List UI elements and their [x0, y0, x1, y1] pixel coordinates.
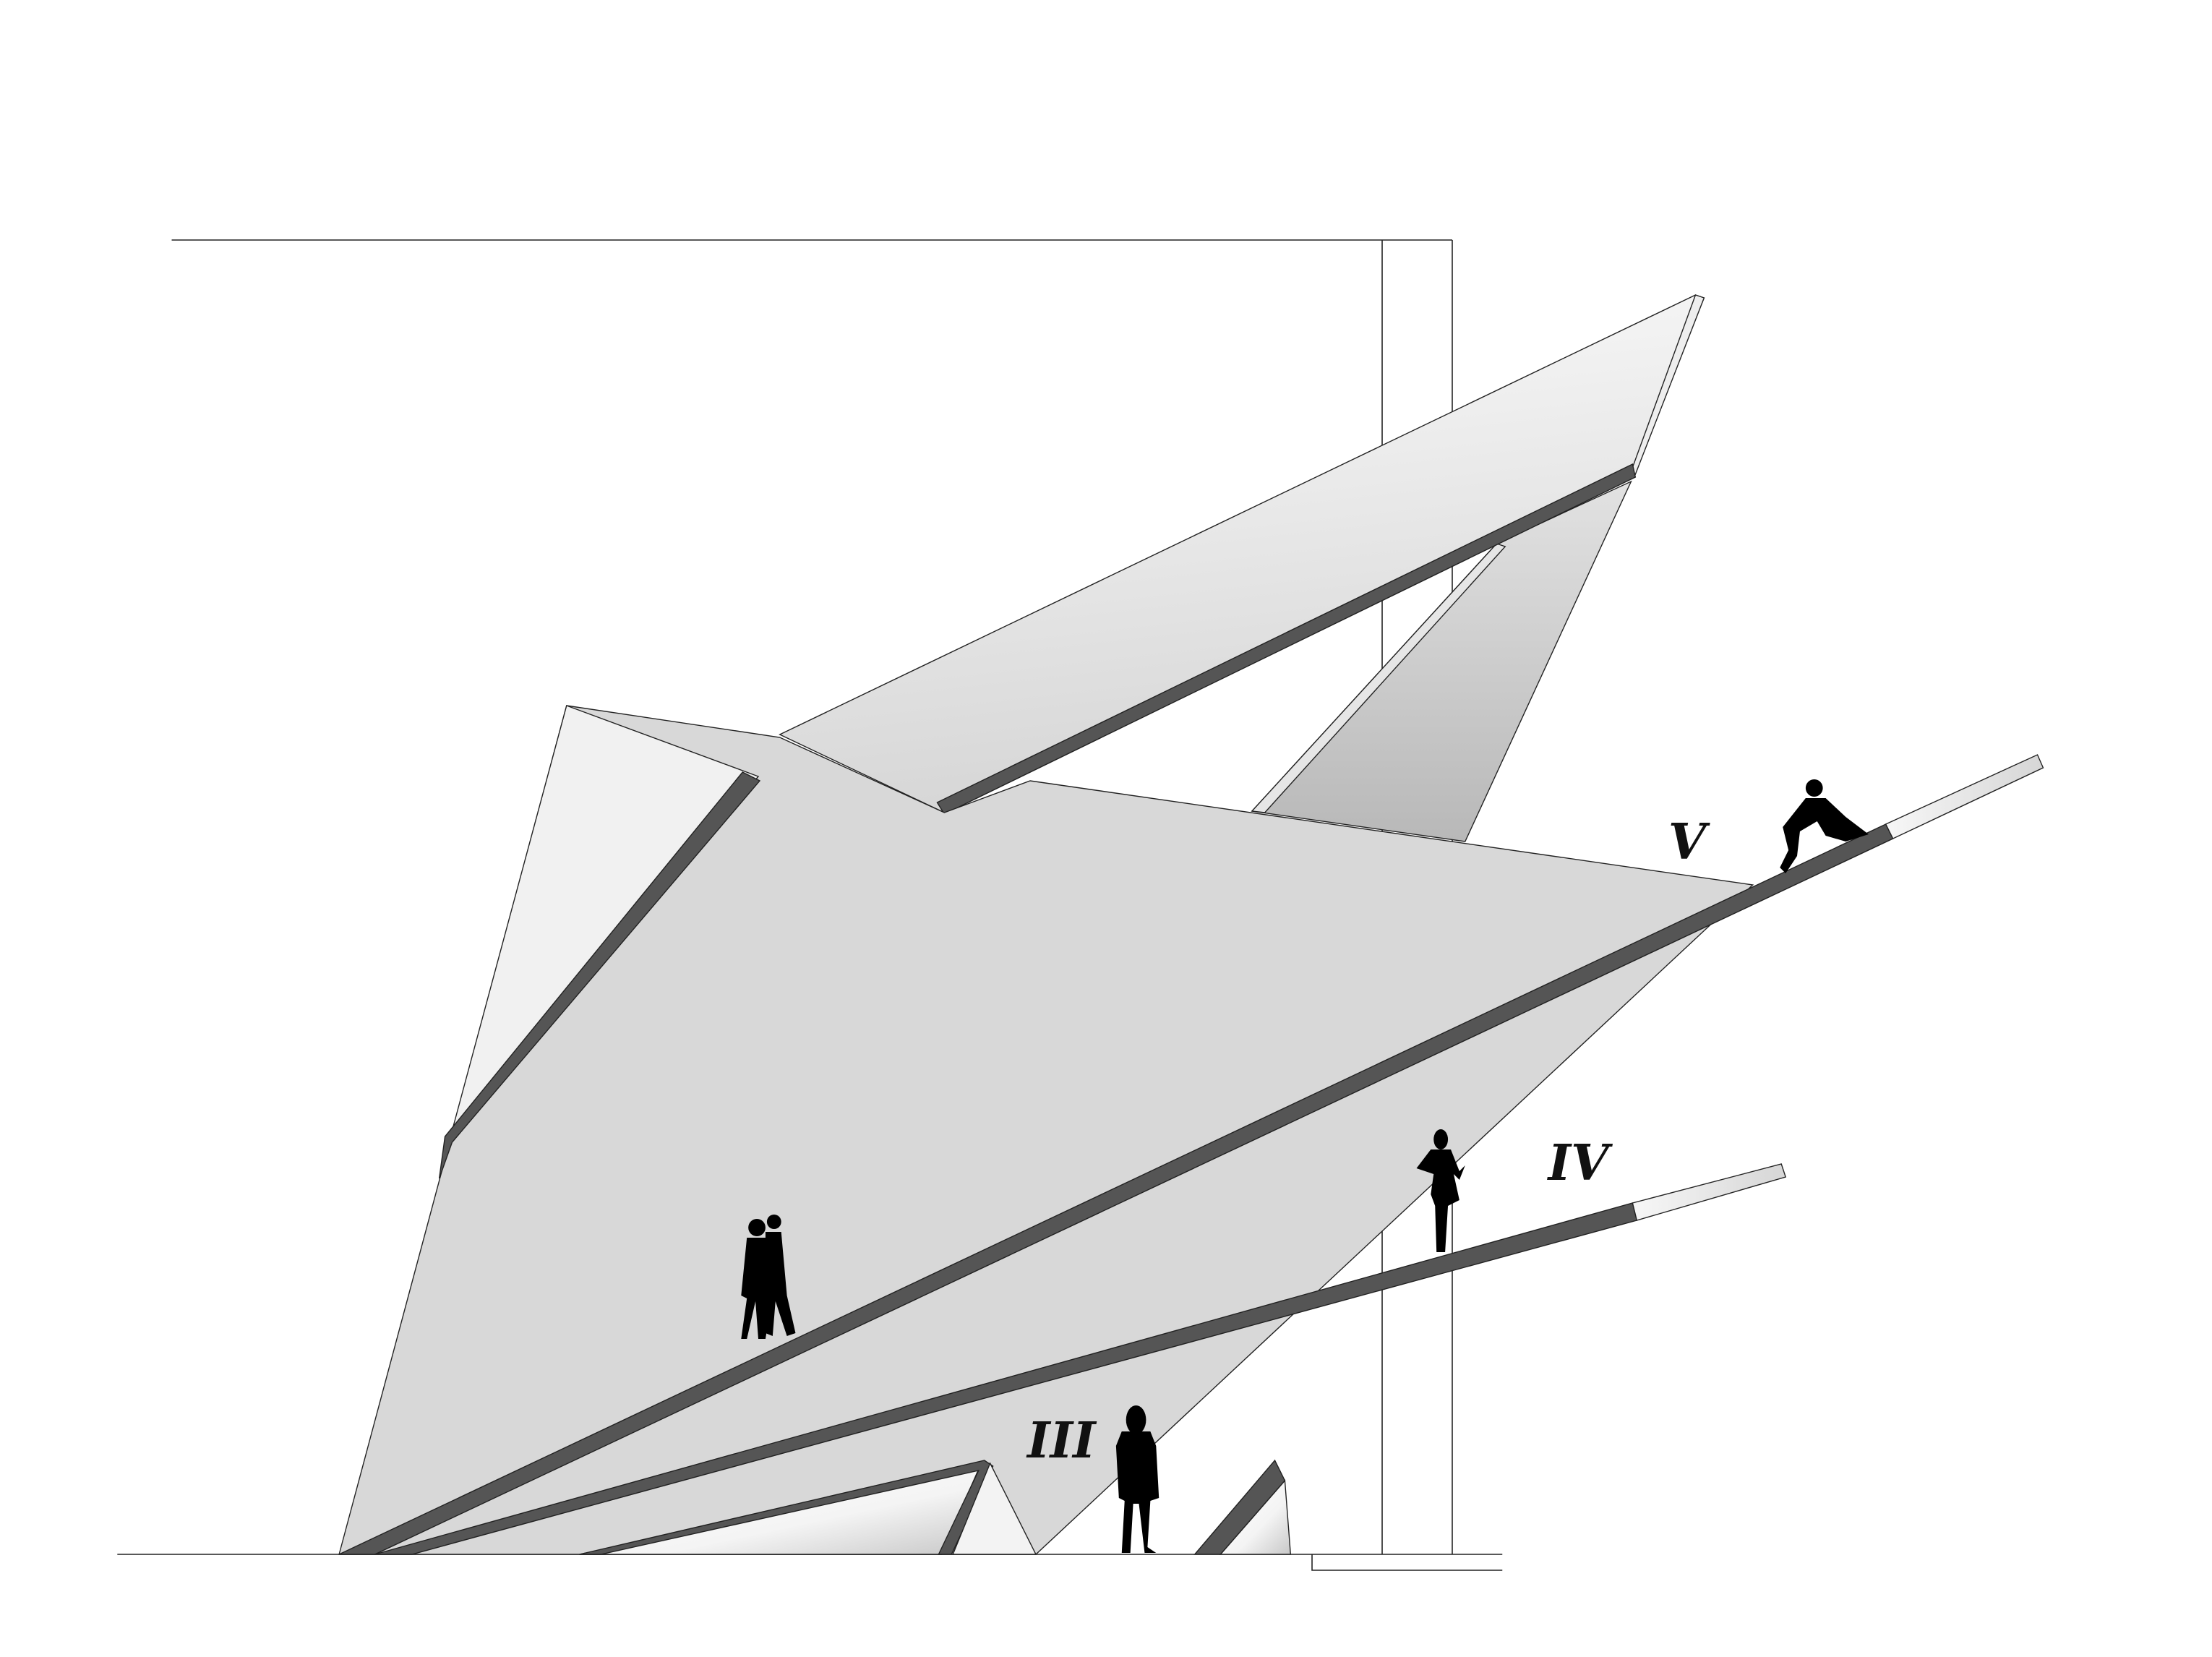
ramp-level-5-extension [1885, 754, 2044, 839]
lower-triangle [952, 1462, 1037, 1555]
sitting-person-figure [1780, 779, 1869, 873]
left-ramp [438, 771, 761, 1179]
level-4-label: IV [1547, 1134, 1613, 1191]
main-wall [338, 705, 1754, 1555]
level-3-label: III [1026, 1411, 1097, 1469]
top-wing-side [1630, 294, 1705, 476]
woman-standing-level-4-figure [1416, 1129, 1465, 1252]
ramp-level-3 [579, 1460, 994, 1555]
back-shard-edge [1251, 543, 1506, 813]
right-small-ramp [1193, 1459, 1286, 1555]
level-5-label: V [1668, 813, 1711, 870]
woman-standing-level-3-figure [1115, 1405, 1159, 1553]
couple-walking-figure [741, 1215, 796, 1339]
ramp-level-4-extension [1632, 1163, 1787, 1221]
ground-step [1311, 1554, 1503, 1571]
top-wing-ramp [936, 463, 1637, 815]
